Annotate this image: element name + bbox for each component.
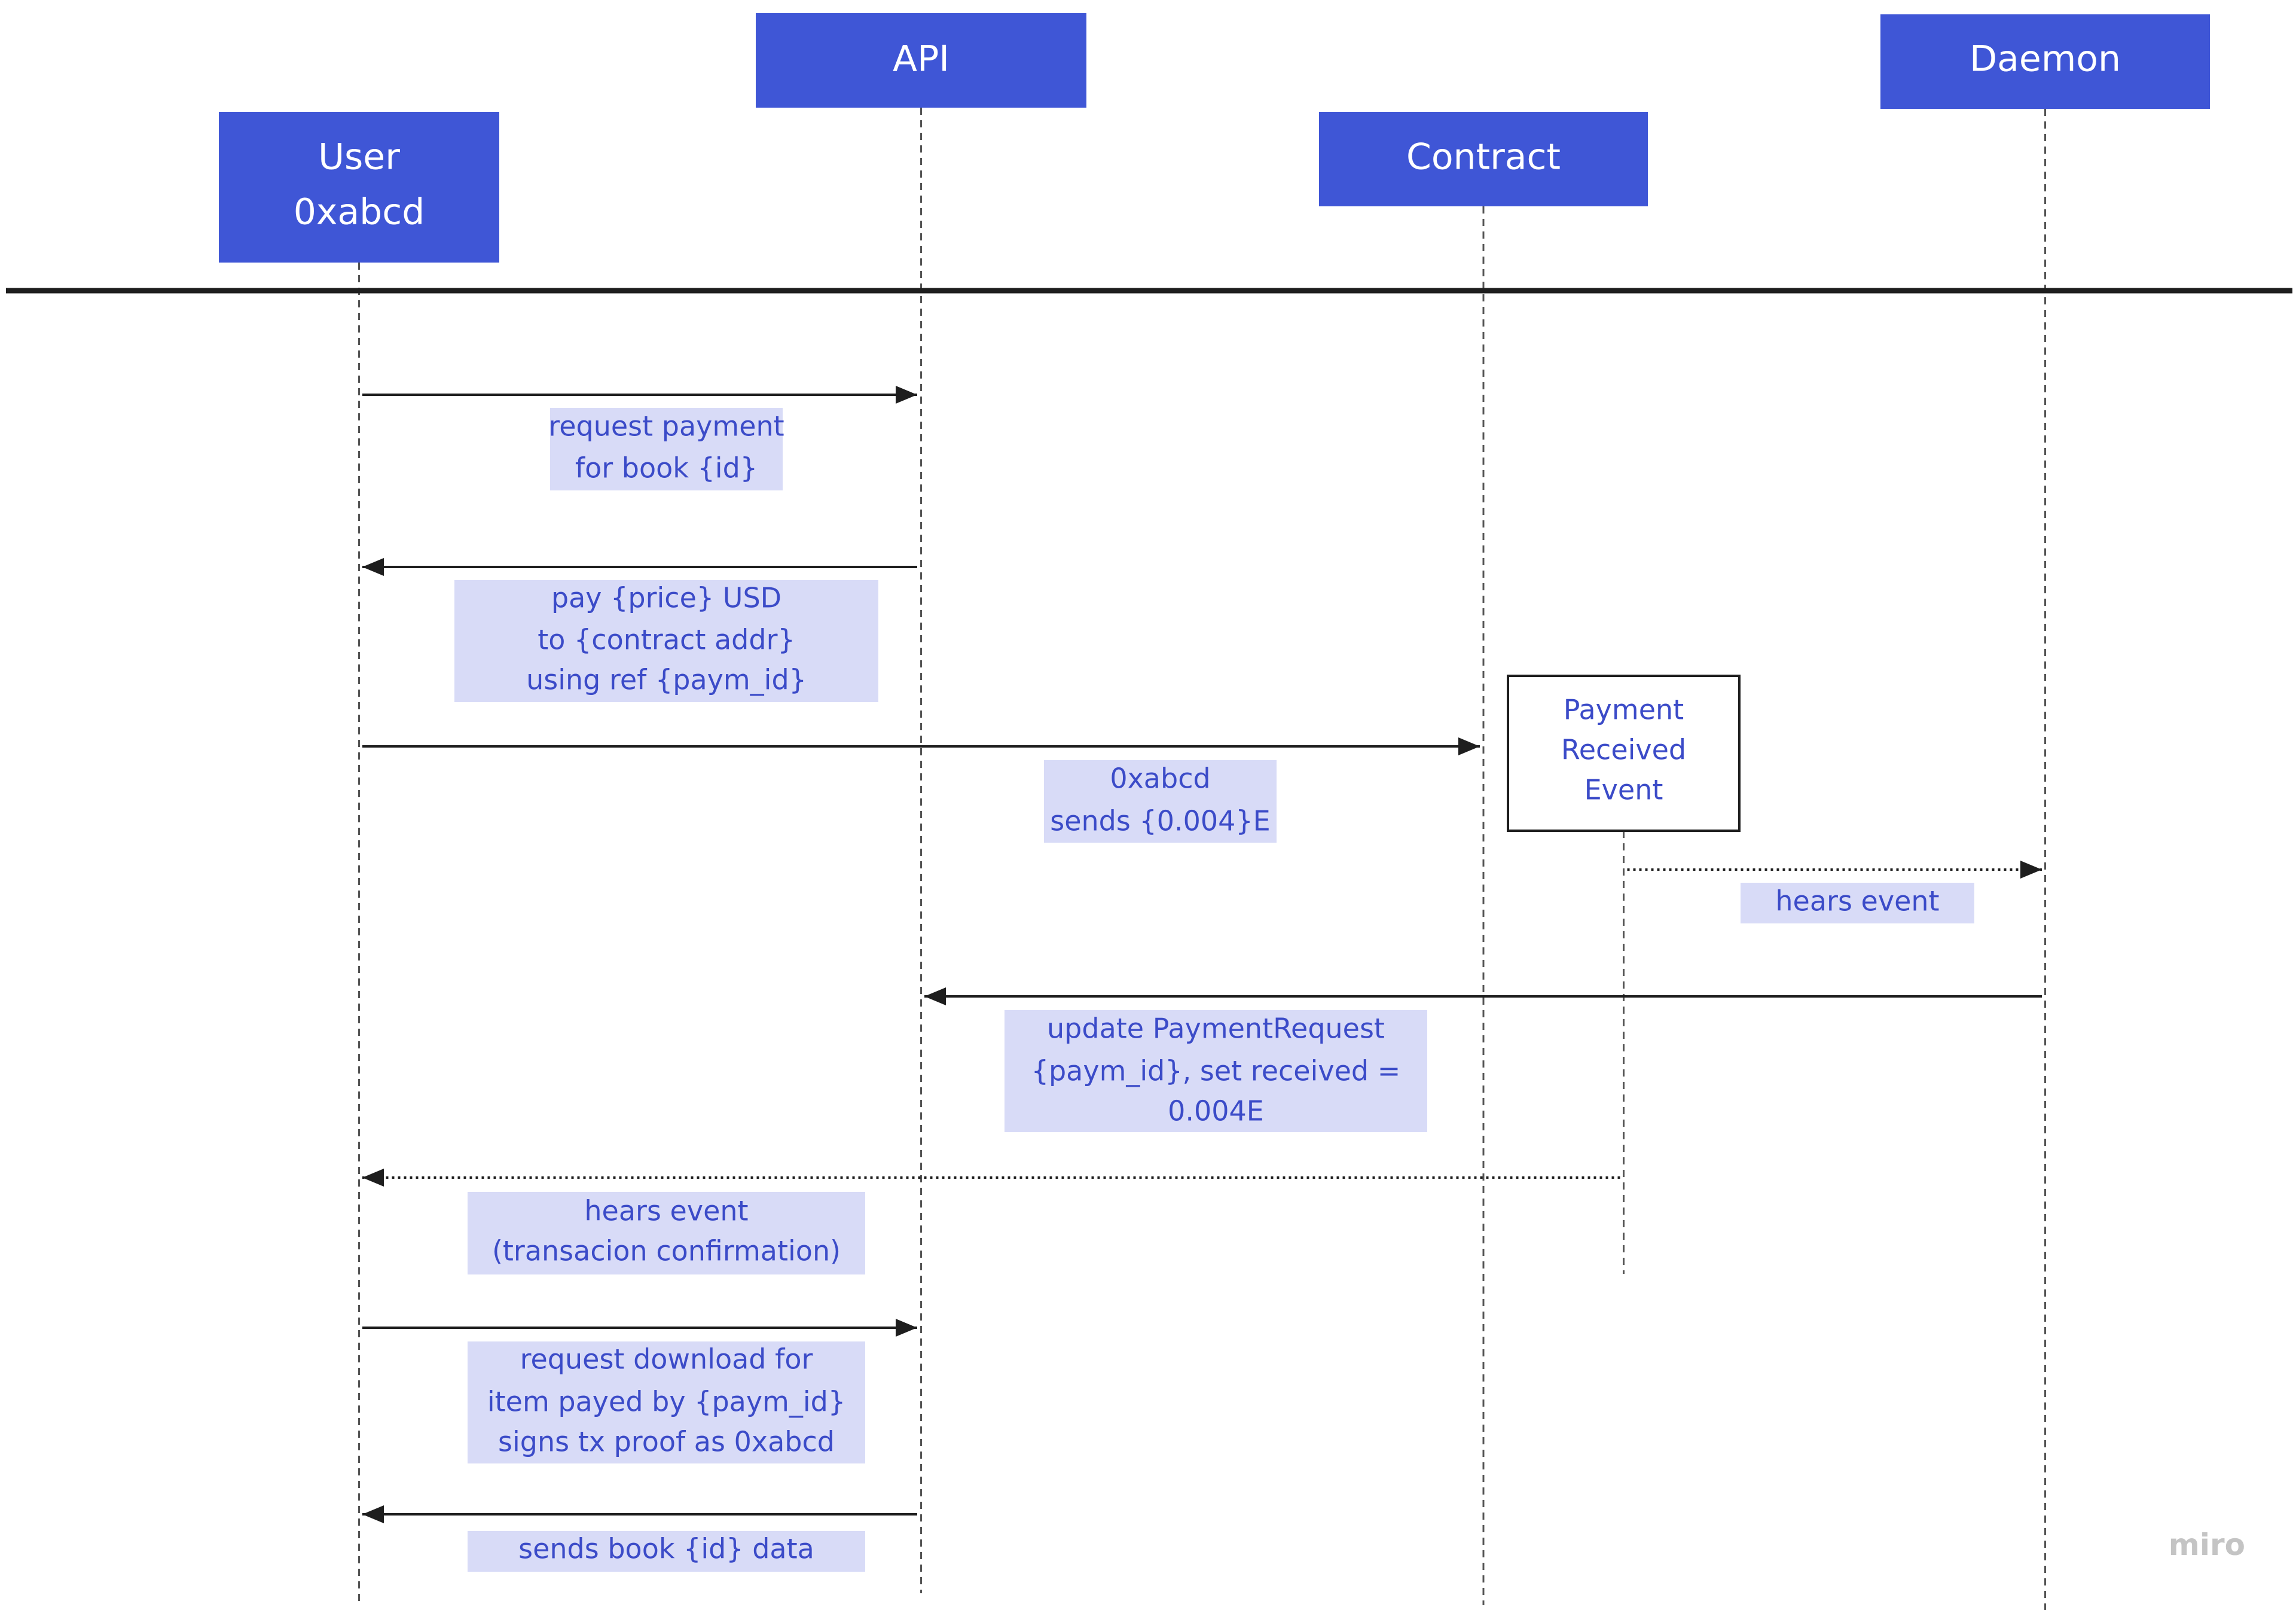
actor-contract-box (1319, 112, 1648, 206)
message-label: 0.004E (1168, 1095, 1264, 1127)
actor-label: API (893, 38, 949, 80)
event-label: Received (1561, 734, 1686, 766)
message-7: request download for item payed by {paym_… (362, 1319, 917, 1463)
message-note (468, 1341, 865, 1463)
event-box (1507, 675, 1741, 832)
event-label: Payment (1564, 694, 1684, 726)
actor-label: Contract (1406, 136, 1561, 178)
message-note (550, 408, 783, 490)
actor-user: User 0xabcd (219, 112, 499, 263)
actor-api: API (756, 13, 1086, 108)
message-note (468, 1531, 865, 1572)
actor-label: User (318, 136, 400, 178)
message-note (468, 1192, 865, 1274)
message-1: request payment for book {id} (362, 386, 917, 490)
message-label: sends book {id} data (518, 1533, 814, 1565)
actor-api-box (756, 13, 1086, 108)
message-note (454, 580, 878, 702)
message-2: pay {price} USD to {contract addr} using r… (362, 558, 917, 702)
message-label: request payment (548, 410, 784, 443)
message-8: sends book {id} data (362, 1505, 917, 1572)
message-6: hears event (transacion confirmation) (362, 1169, 1620, 1274)
message-label: (transacion confirmation) (492, 1235, 841, 1267)
message-note (1741, 883, 1974, 923)
message-note (1044, 760, 1277, 843)
message-note (1004, 1010, 1427, 1132)
message-label: pay {price} USD (551, 582, 781, 614)
actor-daemon: Daemon (1880, 14, 2210, 109)
message-label: hears event (1775, 885, 1939, 917)
message-5: update PaymentRequest {paym_id}, set rece… (924, 987, 2042, 1132)
actor-contract: Contract (1319, 112, 1648, 206)
message-label: hears event (584, 1195, 748, 1227)
actor-user-box (219, 112, 499, 263)
message-label: 0xabcd (1110, 763, 1210, 795)
message-3: 0xabcd sends {0.004}E (362, 737, 1480, 843)
message-label: to {contract addr} (538, 624, 795, 656)
actor-label: Daemon (1970, 38, 2121, 80)
message-label: sends {0.004}E (1050, 805, 1271, 837)
message-label: {paym_id}, set received = (1031, 1055, 1401, 1087)
message-label: using ref {paym_id} (526, 664, 807, 696)
message-4: hears event (1627, 861, 2042, 923)
miro-watermark: miro (2169, 1527, 2245, 1562)
message-label: request download for (520, 1343, 813, 1376)
message-label: signs tx proof as 0xabcd (498, 1426, 835, 1458)
message-label: item payed by {paym_id} (487, 1386, 845, 1418)
actor-daemon-box (1880, 14, 2210, 109)
actor-label: 0xabcd (294, 191, 425, 233)
message-label: update PaymentRequest (1047, 1013, 1385, 1045)
event-label: Event (1584, 774, 1663, 806)
message-label: for book {id} (575, 452, 758, 484)
